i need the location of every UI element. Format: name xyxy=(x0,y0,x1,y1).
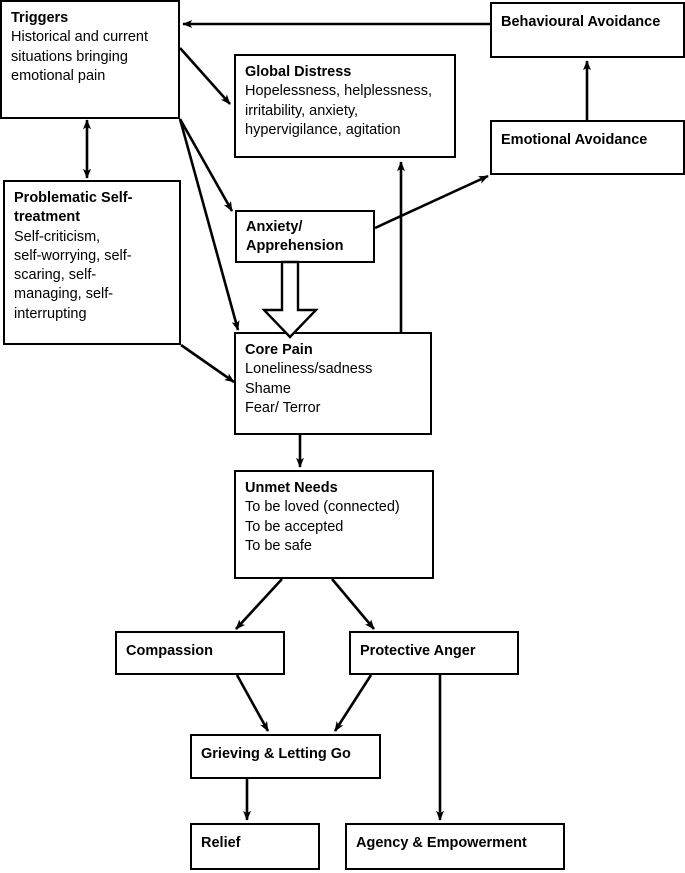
node-agency-empowerment-title: Agency & Empowerment xyxy=(356,835,527,851)
edge-unmet-needs-to-protective-anger xyxy=(331,578,375,630)
node-anxiety-apprehension[interactable]: Anxiety/ Apprehension xyxy=(235,210,375,263)
node-compassion-title: Compassion xyxy=(126,643,214,659)
node-behavioural-avoidance[interactable]: Behavioural Avoidance xyxy=(490,2,685,58)
node-core-pain[interactable]: Core Pain Loneliness/sadness Shame Fear/… xyxy=(234,332,432,435)
edge-compassion-to-grieving xyxy=(235,674,270,732)
node-agency-empowerment[interactable]: Agency & Empowerment xyxy=(345,823,565,870)
edge-unmet-needs-to-compassion xyxy=(235,578,283,630)
node-protective-anger[interactable]: Protective Anger xyxy=(349,631,519,675)
edge-triggers-to-anxiety xyxy=(178,118,234,212)
node-problematic-self-treatment[interactable]: Problematic Self- treatment Self-critici… xyxy=(3,180,181,345)
edge-anxiety-to-core-pain xyxy=(261,260,319,339)
node-triggers-title: Triggers xyxy=(11,10,69,26)
edge-selftreatment-to-core-pain xyxy=(180,343,235,384)
node-emotional-avoidance-title: Emotional Avoidance xyxy=(501,132,648,148)
node-triggers-body: Historical and current situations bringi… xyxy=(11,29,148,84)
node-emotional-avoidance[interactable]: Emotional Avoidance xyxy=(490,120,685,175)
node-global-distress-body: Hopelessness, helplessness, irritability… xyxy=(245,83,432,138)
node-problematic-self-treatment-title: Problematic Self- treatment xyxy=(14,190,133,226)
node-unmet-needs-title: Unmet Needs xyxy=(245,480,338,496)
node-core-pain-title: Core Pain xyxy=(245,342,313,358)
node-anxiety-apprehension-title: Anxiety/ Apprehension xyxy=(246,219,344,255)
node-unmet-needs-body: To be loved (connected) To be accepted T… xyxy=(245,499,400,554)
node-triggers[interactable]: Triggers Historical and current situatio… xyxy=(0,0,180,119)
edge-triggers-to-core-pain xyxy=(178,118,240,331)
node-relief[interactable]: Relief xyxy=(190,823,320,870)
node-global-distress-title: Global Distress xyxy=(245,64,352,80)
node-relief-title: Relief xyxy=(201,835,241,851)
node-global-distress[interactable]: Global Distress Hopelessness, helplessne… xyxy=(234,54,456,158)
node-grieving-letting-go-title: Grieving & Letting Go xyxy=(201,746,351,762)
node-core-pain-body: Loneliness/sadness Shame Fear/ Terror xyxy=(245,361,373,416)
node-grieving-letting-go[interactable]: Grieving & Letting Go xyxy=(190,734,381,779)
node-compassion[interactable]: Compassion xyxy=(115,631,285,675)
edge-protective-anger-to-grieving xyxy=(333,674,373,732)
node-problematic-self-treatment-body: Self-criticism, self-worrying, self- sca… xyxy=(14,228,132,322)
node-protective-anger-title: Protective Anger xyxy=(360,643,476,659)
edge-anxiety-to-emotional-avoidance xyxy=(374,174,489,230)
node-behavioural-avoidance-title: Behavioural Avoidance xyxy=(501,14,661,30)
node-unmet-needs[interactable]: Unmet Needs To be loved (connected) To b… xyxy=(234,470,434,579)
edge-triggers-to-global-distress xyxy=(179,47,231,105)
